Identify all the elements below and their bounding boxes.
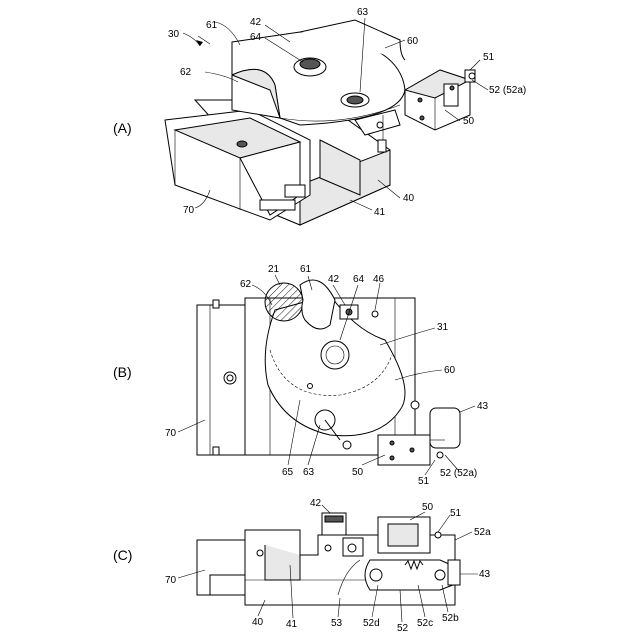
callout-52-52a: 52 (52a) <box>489 85 526 96</box>
callout-42: 42 <box>250 17 262 28</box>
callout-52b: 52b <box>442 613 459 624</box>
callout-52d: 52d <box>363 618 380 629</box>
callout-64: 64 <box>250 32 262 43</box>
callout-52a: 52a <box>474 527 491 538</box>
callout-30: 30 <box>168 29 180 40</box>
callout-70: 70 <box>165 575 177 586</box>
callout-43: 43 <box>479 569 491 580</box>
callout-70: 70 <box>165 428 177 439</box>
callout-65: 65 <box>282 467 294 478</box>
callout-64: 64 <box>353 274 365 285</box>
callout-60: 60 <box>407 36 419 47</box>
callout-52: 52 <box>397 623 409 634</box>
callout-52-52a: 52 (52a) <box>440 468 477 479</box>
callout-40: 40 <box>403 193 415 204</box>
panel-c-drawing <box>178 505 478 622</box>
callout-51: 51 <box>418 476 430 487</box>
callout-42: 42 <box>328 274 340 285</box>
panel-c-label: (C) <box>113 547 132 563</box>
callout-41: 41 <box>286 619 298 630</box>
panel-b-drawing <box>178 275 475 475</box>
callout-62: 62 <box>180 67 192 78</box>
panel-b-label: (B) <box>113 364 132 380</box>
callout-60: 60 <box>444 365 456 376</box>
callout-41: 41 <box>374 207 386 218</box>
callout-62: 62 <box>240 279 252 290</box>
panel-a-label: (A) <box>113 120 132 136</box>
arrowhead-icon <box>196 40 203 46</box>
callout-21: 21 <box>268 264 280 275</box>
callout-40: 40 <box>252 617 264 628</box>
callout-31: 31 <box>437 322 449 333</box>
callout-63: 63 <box>303 467 315 478</box>
callout-63: 63 <box>357 7 369 18</box>
panel-a-drawing <box>165 18 488 225</box>
callout-61: 61 <box>206 20 218 31</box>
callout-42: 42 <box>310 498 322 509</box>
arrow-30-icon <box>183 33 200 46</box>
callout-51: 51 <box>483 52 495 63</box>
callout-61: 61 <box>300 264 312 275</box>
callout-43: 43 <box>477 401 489 412</box>
callout-70: 70 <box>183 205 195 216</box>
callout-52c: 52c <box>417 618 433 629</box>
callout-51: 51 <box>450 508 462 519</box>
callout-46: 46 <box>373 274 385 285</box>
callout-50: 50 <box>463 116 475 127</box>
callout-50: 50 <box>352 467 364 478</box>
callout-50: 50 <box>422 502 434 513</box>
callout-53: 53 <box>331 618 343 629</box>
